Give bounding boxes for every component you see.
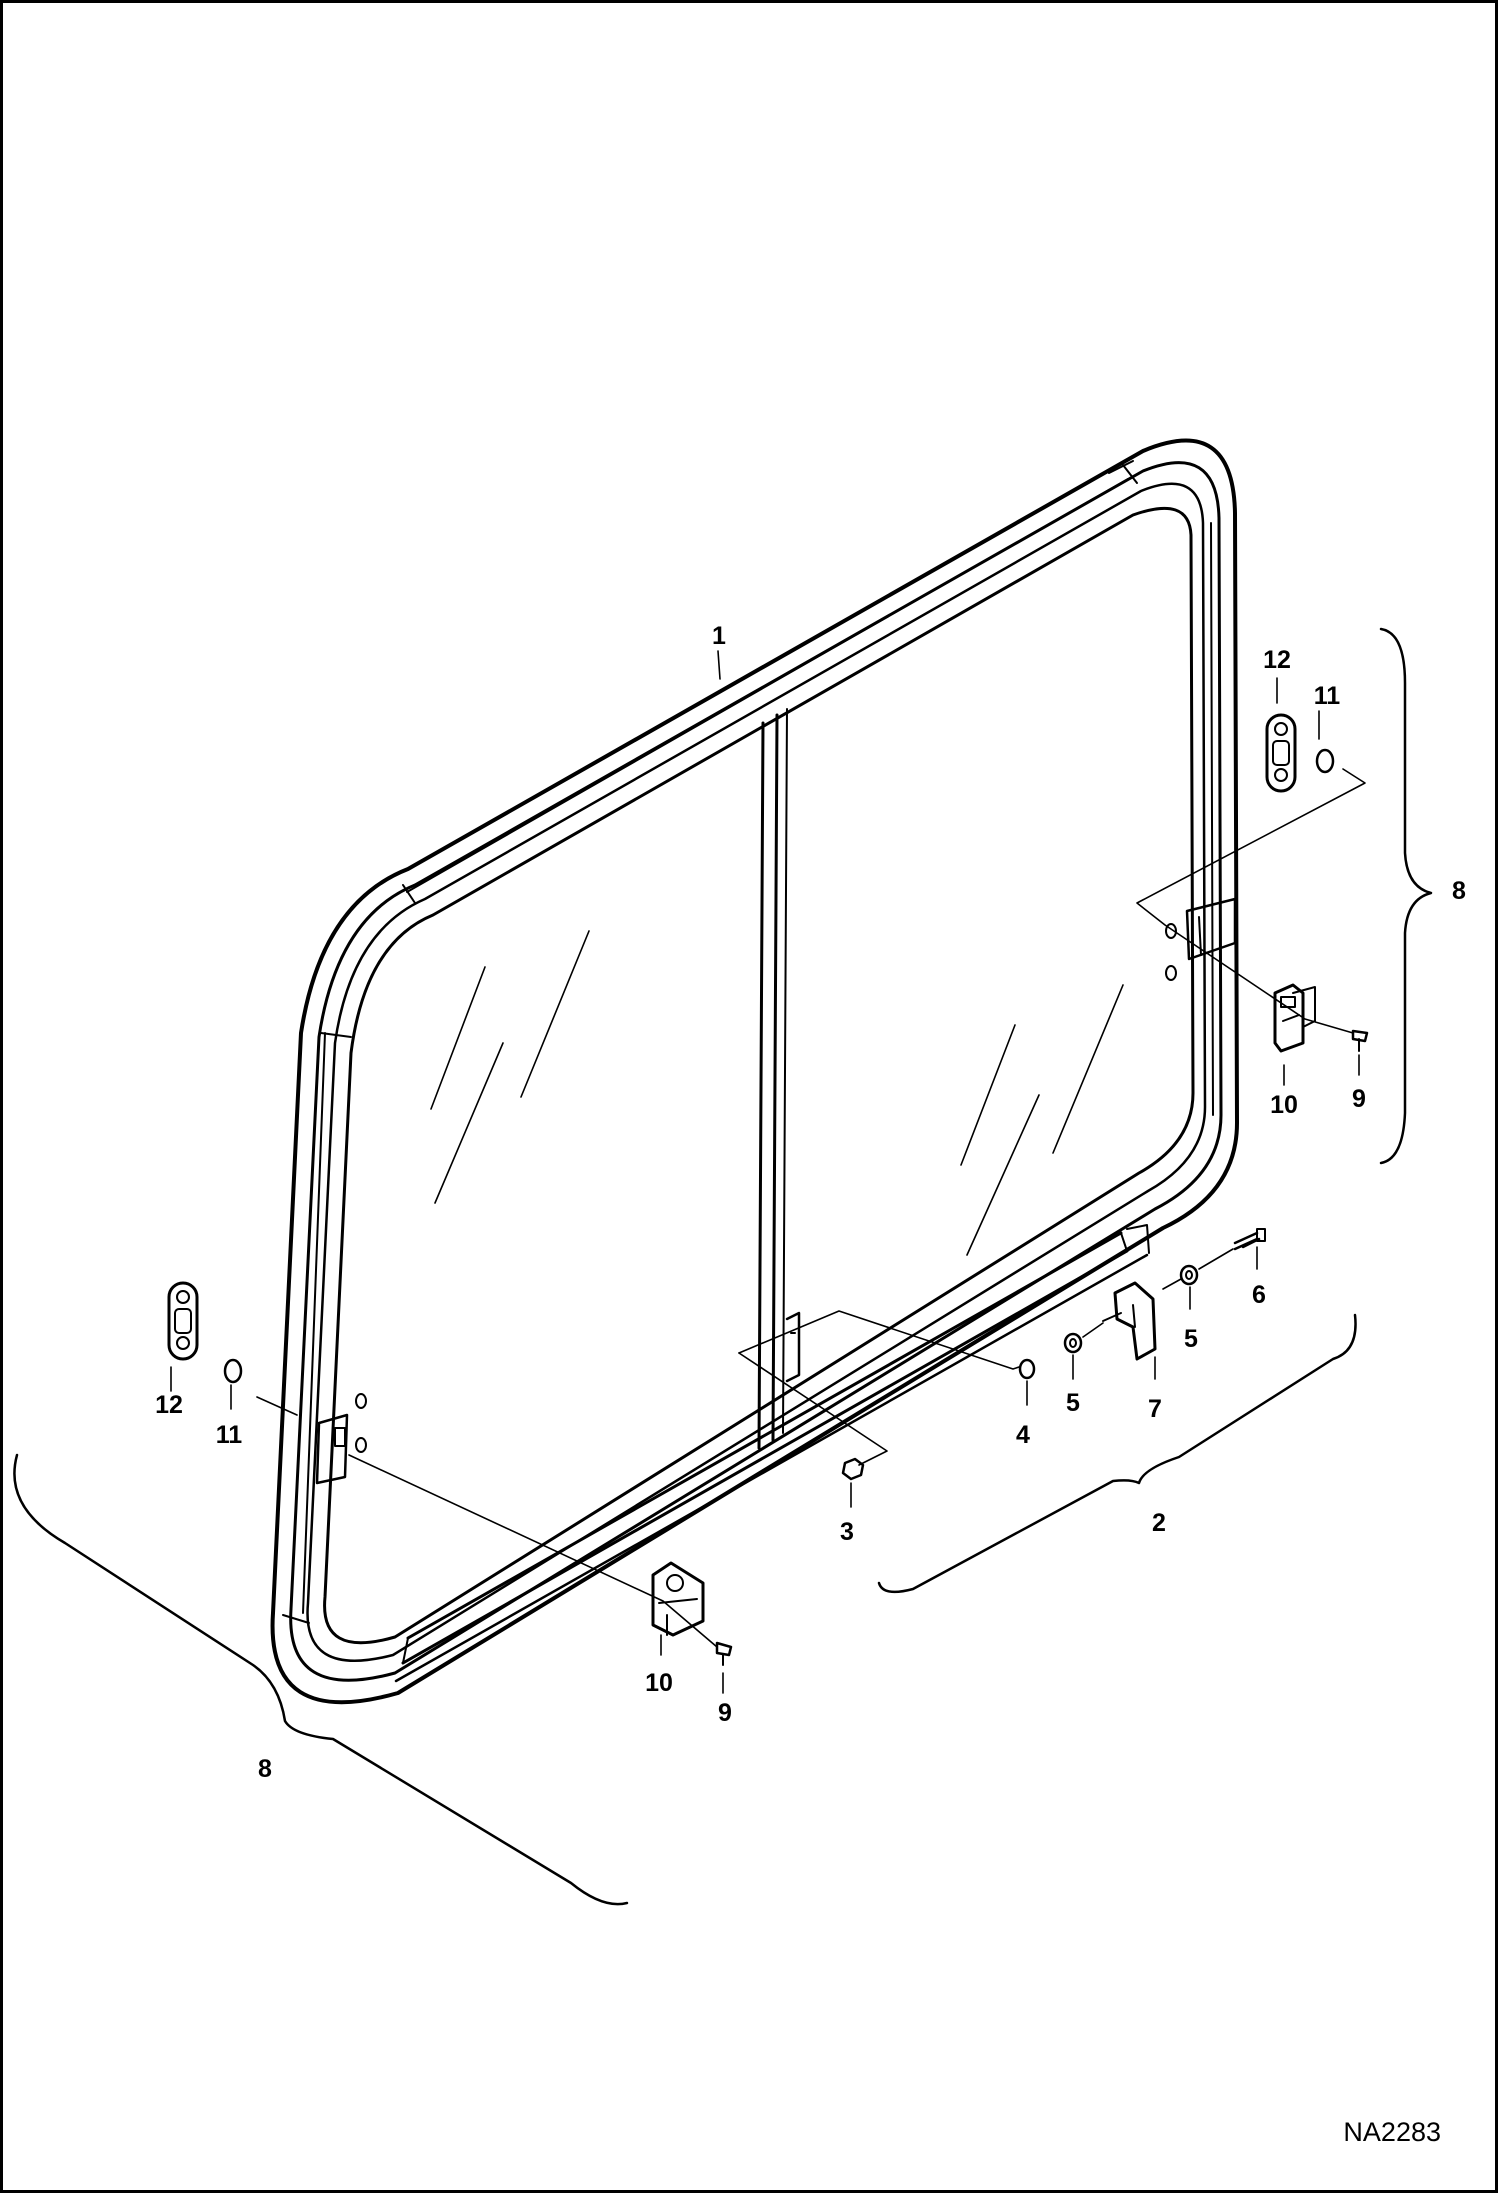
latch-block [1102,1281,1157,1361]
callout-6: 6 [1252,1281,1266,1309]
brace-2 [877,1313,1357,1594]
brace-right-8 [1379,627,1433,1165]
callout-9-left: 9 [718,1699,732,1727]
center-latch-bracket [785,1311,801,1383]
callout-5-lower: 5 [1066,1389,1080,1417]
left-latch-bracket [315,1393,367,1485]
callout-3: 3 [840,1518,854,1546]
screw-right [1351,1029,1369,1052]
nut [841,1457,865,1481]
callout-8-right: 8 [1452,877,1466,905]
screw-left [715,1641,733,1666]
latch-right [1265,713,1297,793]
brace-left-8 [13,1453,629,1906]
window-frame-assembly [270,438,1239,1705]
o-ring-left [223,1358,243,1384]
callout-9-right: 9 [1352,1085,1366,1113]
right-latch-bracket [1165,897,1237,981]
callout-10-left: 10 [645,1669,673,1697]
latch-left [167,1281,199,1361]
o-ring-right [1315,748,1335,774]
bolt [1233,1228,1266,1251]
flat-washer-lower [1063,1332,1083,1354]
flat-washer-upper-hole [1185,1270,1193,1280]
callout-12-right: 12 [1263,646,1291,674]
callout-8-left: 8 [258,1755,272,1783]
flat-washer-upper [1179,1264,1199,1286]
callout-2: 2 [1152,1509,1166,1537]
assembly-lines [170,650,1366,1694]
flat-washer-lower-hole [1069,1338,1077,1348]
callout-5-upper: 5 [1184,1325,1198,1353]
latch-handle-right [1273,983,1316,1053]
callout-11-left: 11 [216,1421,243,1449]
callout-4: 4 [1016,1421,1030,1449]
lock-washer [1018,1358,1036,1380]
callout-11-right: 11 [1314,682,1341,710]
callout-1: 1 [712,622,726,650]
callout-10-right: 10 [1270,1091,1298,1119]
callout-12-left: 12 [155,1391,183,1419]
callout-7: 7 [1148,1395,1162,1423]
drawing-number: NA2283 [1343,2117,1441,2147]
exploded-view-diagram: 1 12 11 8 10 9 6 5 5 7 4 2 3 12 11 10 9 … [13,438,1466,2147]
